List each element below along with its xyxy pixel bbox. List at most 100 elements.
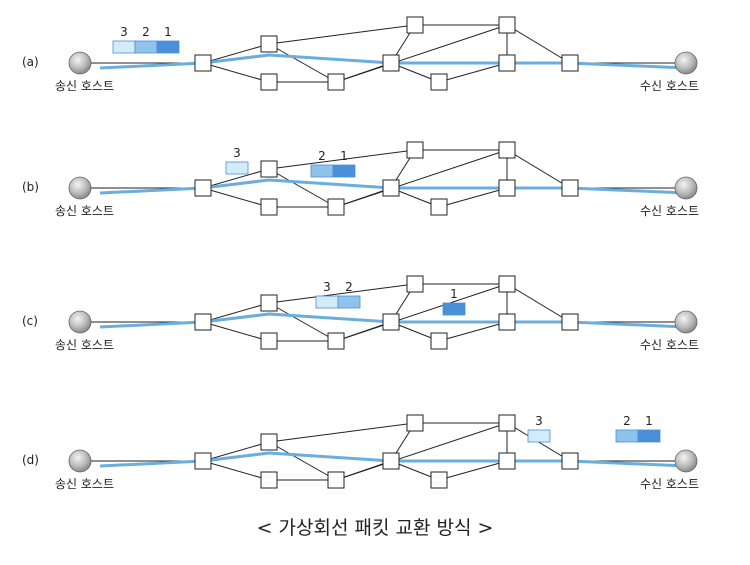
switch-node — [260, 332, 278, 350]
packet-number: 2 — [142, 25, 150, 39]
switch-node — [498, 16, 516, 34]
network-links — [202, 283, 571, 342]
network-link — [438, 62, 508, 83]
network-link — [202, 187, 270, 208]
packet-number: 3 — [233, 146, 241, 160]
packet-3 — [315, 295, 339, 309]
switch-node — [382, 179, 400, 197]
network-link — [506, 24, 571, 64]
packet-2 — [337, 295, 361, 309]
sender-host-icon — [68, 449, 92, 473]
packet-number: 2 — [318, 149, 326, 163]
receiver-host-icon — [674, 176, 698, 200]
network-link — [506, 149, 571, 189]
switch-nodes — [194, 414, 579, 489]
switch-node — [406, 275, 424, 293]
switch-node — [382, 452, 400, 470]
packet-1 — [156, 40, 180, 54]
packet-2 — [134, 40, 158, 54]
sender-host-label: 송신 호스트 — [55, 338, 114, 352]
network-link — [335, 149, 508, 208]
packet-1 — [637, 429, 661, 443]
sender-host-icon — [68, 176, 92, 200]
packet-1 — [332, 164, 356, 178]
network-link — [268, 24, 416, 45]
switch-node — [430, 73, 448, 91]
network-link — [335, 283, 508, 342]
switch-node — [498, 54, 516, 72]
network-link — [506, 283, 571, 323]
network-link — [268, 149, 416, 170]
switch-node — [327, 73, 345, 91]
switch-node — [430, 471, 448, 489]
network-link — [202, 441, 270, 462]
network-links — [202, 24, 571, 83]
receiver-host-label: 수신 호스트 — [640, 79, 699, 93]
receiver-host-icon — [674, 310, 698, 334]
packet-number: 1 — [450, 287, 458, 301]
packet-number: 1 — [164, 25, 172, 39]
network-link — [268, 441, 337, 481]
receiver-host-label: 수신 호스트 — [640, 477, 699, 491]
switch-node — [327, 471, 345, 489]
switch-node — [561, 179, 579, 197]
packet-3 — [225, 161, 249, 175]
switch-node — [260, 294, 278, 312]
switch-node — [498, 275, 516, 293]
sender-host-label: 송신 호스트 — [55, 204, 114, 218]
packet-number: 1 — [645, 414, 653, 428]
network-link — [202, 62, 270, 83]
switch-node — [498, 452, 516, 470]
network-link — [202, 43, 270, 64]
packet-3 — [527, 429, 551, 443]
network-link — [268, 422, 416, 443]
switch-node — [260, 73, 278, 91]
switch-node — [327, 198, 345, 216]
switch-node — [406, 414, 424, 432]
switch-nodes — [194, 275, 579, 350]
switch-node — [194, 313, 212, 331]
network-link — [202, 321, 270, 342]
switch-node — [327, 332, 345, 350]
receiver-host-label: 수신 호스트 — [640, 204, 699, 218]
packet-number: 2 — [345, 280, 353, 294]
network-link — [438, 460, 508, 481]
switch-node — [260, 160, 278, 178]
packet-number: 3 — [323, 280, 331, 294]
switch-node — [260, 471, 278, 489]
switch-node — [406, 141, 424, 159]
network-links — [202, 149, 571, 208]
panel-label: (a) — [22, 55, 39, 69]
switch-node — [194, 179, 212, 197]
switch-node — [194, 452, 212, 470]
network-link — [202, 460, 270, 481]
switch-nodes — [194, 16, 579, 91]
sender-host-icon — [68, 51, 92, 75]
panel-label: (d) — [22, 453, 39, 467]
switch-node — [430, 332, 448, 350]
switch-node — [382, 54, 400, 72]
network-link — [335, 24, 508, 83]
diagram-caption: < 가상회선 패킷 교환 방식 > — [257, 517, 494, 539]
network-link — [268, 43, 337, 83]
receiver-host-icon — [674, 51, 698, 75]
packet-number: 2 — [623, 414, 631, 428]
network-link — [202, 302, 270, 323]
switch-node — [561, 54, 579, 72]
panel-label: (c) — [22, 314, 38, 328]
packet-2 — [310, 164, 334, 178]
switch-node — [194, 54, 212, 72]
packet-2 — [615, 429, 639, 443]
network-link — [268, 168, 337, 208]
network-link — [335, 422, 508, 481]
switch-node — [260, 433, 278, 451]
